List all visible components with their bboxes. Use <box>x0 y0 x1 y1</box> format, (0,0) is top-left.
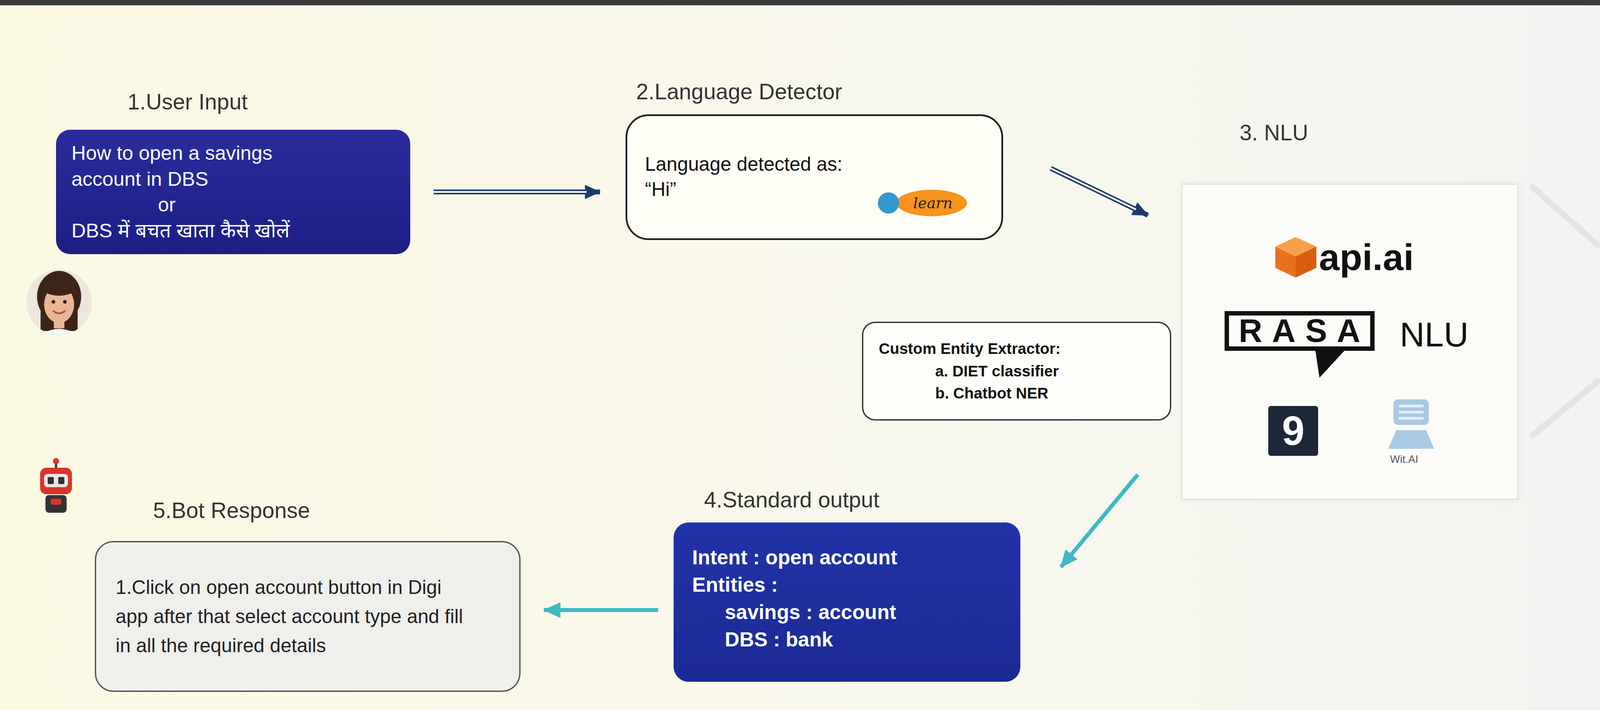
user-input-box: 1.User InputHow to open a savings accoun… <box>56 129 411 255</box>
bot-icon <box>40 457 72 513</box>
nlu-panel: 3. NLUapi.aiRASANLU9Wit.AI <box>1181 183 1519 500</box>
connector-line <box>433 189 600 195</box>
api-ai-icon <box>1275 236 1317 278</box>
sklearn-logo <box>627 116 1002 239</box>
standard-output-box: 4.Standard outputIntent : open accountEn… <box>673 522 1021 682</box>
query-text: How to open a savings account in DBS <box>71 140 319 192</box>
list-item: b. Chatbot NER <box>935 382 1155 405</box>
output-line: Intent : open account <box>692 543 1002 571</box>
decor-line <box>1530 185 1600 248</box>
flow-arrow <box>433 191 600 193</box>
output-line: Entities : <box>692 570 1002 599</box>
logo-text: 9 <box>1268 405 1319 456</box>
language-detector-box: 2.Language DetectorLanguage detected as:… <box>625 114 1004 240</box>
step-heading: 1.User Input <box>127 88 248 116</box>
step-heading: 2.Language Detector <box>636 78 843 105</box>
wit-ai-icon <box>1388 399 1435 449</box>
output-line: savings : account <box>724 598 1002 626</box>
connector-inner-line <box>433 191 587 193</box>
rasa-bubble-tail <box>1315 348 1347 378</box>
connector-inner-line <box>1050 168 1136 210</box>
connector-line <box>1060 474 1138 567</box>
logo-text: NLU <box>1399 315 1469 354</box>
query-text: DBS में बचत खाता कैसे खोलें <box>71 217 395 244</box>
decor-line <box>1530 379 1600 437</box>
output-line: DBS : bank <box>724 625 1002 653</box>
connector-line <box>1050 168 1148 216</box>
response-text: 1.Click on open account button in Digi a… <box>115 572 467 660</box>
logo-text: RASA <box>1224 311 1375 351</box>
entity-extractor-box: Custom Entity Extractor:a. DIET classifi… <box>861 321 1172 421</box>
top-bar <box>0 0 1600 6</box>
step-heading: 4.Standard output <box>704 486 880 514</box>
or-text: or <box>157 191 395 218</box>
bot-response-box: 5.Bot Response1.Click on open account bu… <box>94 540 521 692</box>
detected-language: Language detected as: “Hi” <box>644 151 862 202</box>
logo-text: learn <box>913 194 953 212</box>
box-title: Custom Entity Extractor: <box>878 337 1155 360</box>
flow-arrow <box>1050 168 1148 216</box>
list-item: a. DIET classifier <box>935 359 1155 383</box>
flow-arrow <box>1060 474 1138 567</box>
logo-text: api.ai <box>1318 236 1414 279</box>
step-heading: 5.Bot Response <box>153 497 311 524</box>
flow-arrow <box>543 609 659 611</box>
logo-text: Wit.AI <box>1390 453 1419 466</box>
user-avatar <box>26 269 92 345</box>
connector-line <box>543 607 659 612</box>
step-heading: 3. NLU <box>1239 119 1309 147</box>
